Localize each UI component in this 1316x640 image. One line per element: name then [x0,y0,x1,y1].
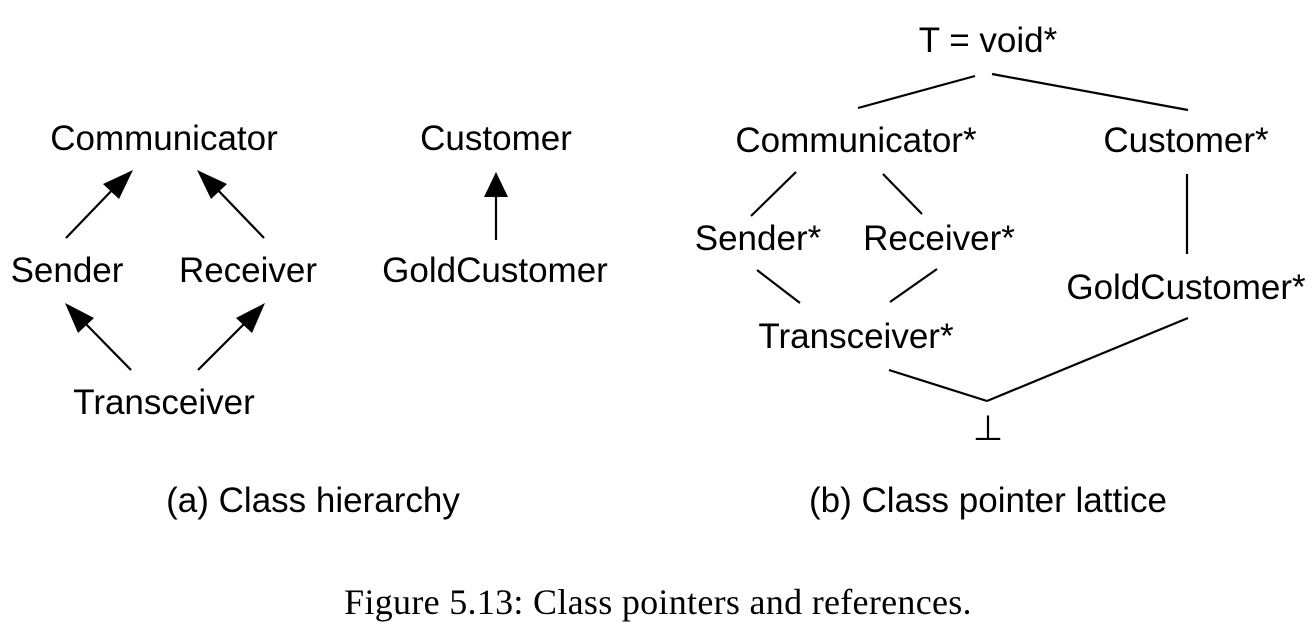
edge-communicator-sender [750,171,797,217]
arrow-receiver-to-communicator [197,170,265,239]
arrow-transceiver-to-receiver [197,303,265,371]
class-hierarchy-diagram: Communicator Customer Sender Receiver Go… [11,119,609,520]
node-customer: Customer [420,119,572,158]
class-pointer-lattice-diagram: T = void* Communicator* Customer* Sender… [695,21,1306,520]
node-sender: Sender [11,251,124,290]
lattice-node-communicator: Communicator* [735,121,977,160]
lattice-node-customer: Customer* [1103,121,1269,160]
arrow-transceiver-to-sender [65,303,132,371]
figure-caption: Figure 5.13: Class pointers and referenc… [344,582,972,622]
edge-receiver-transceiver [889,268,938,303]
arrow-sender-to-communicator [65,170,133,239]
node-transceiver: Transceiver [73,383,255,422]
lattice-node-receiver: Receiver* [863,219,1015,258]
arrow-goldcustomer-to-customer [484,172,508,240]
edge-communicator-receiver [882,173,923,215]
caption-class-hierarchy: (a) Class hierarchy [166,481,460,520]
edge-goldcustomer-bottom [986,316,1189,403]
lattice-node-gold-customer: GoldCustomer* [1066,268,1306,307]
edge-top-customer [991,72,1189,112]
node-receiver: Receiver [179,251,317,290]
lattice-node-sender: Sender* [695,219,822,258]
node-gold-customer: GoldCustomer [382,251,608,290]
edge-transceiver-bottom [888,368,988,403]
lattice-node-transceiver: Transceiver* [758,317,954,356]
lattice-node-bottom: ⊥ [973,409,1004,448]
caption-class-pointer-lattice: (b) Class pointer lattice [809,481,1167,520]
edge-top-communicator [857,74,976,110]
lattice-node-top: T = void* [919,21,1058,60]
node-communicator: Communicator [50,119,278,158]
edge-sender-transceiver [756,269,801,304]
